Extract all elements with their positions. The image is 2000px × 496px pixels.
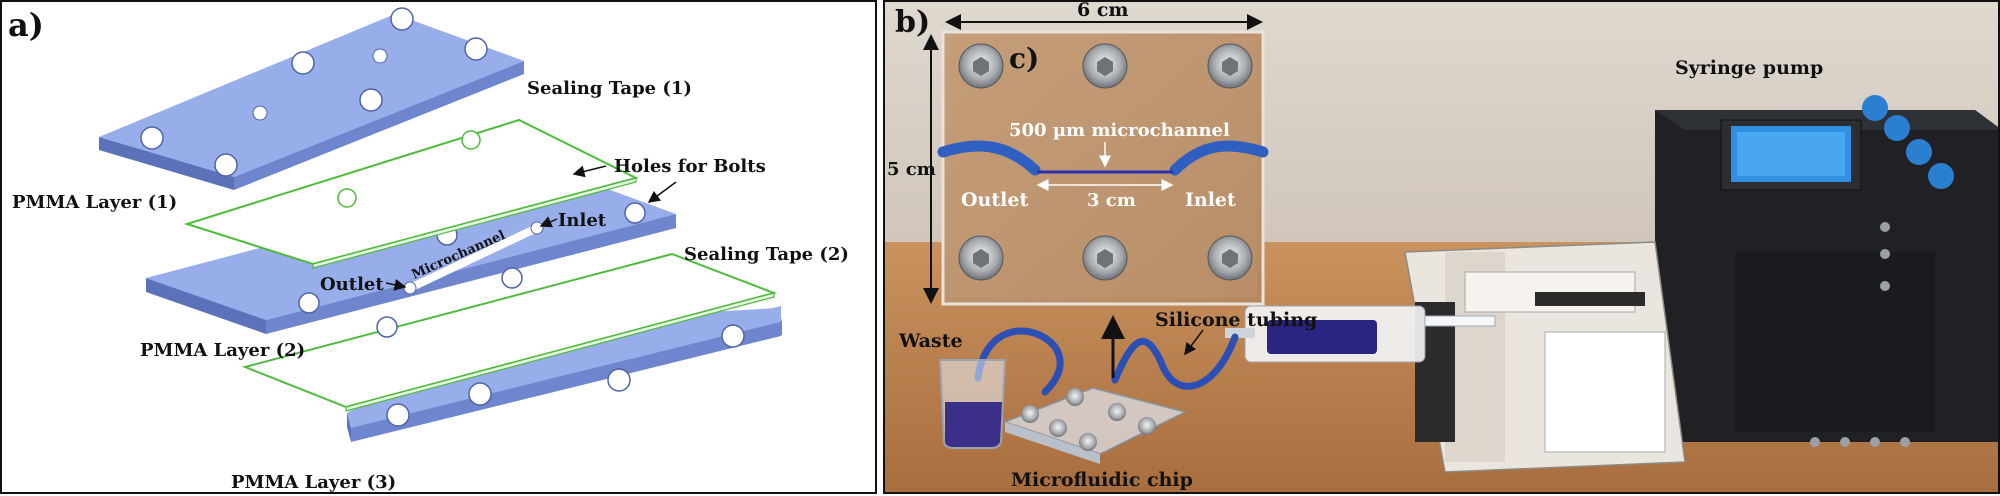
microfluidic-chip: [1002, 387, 1188, 464]
label-inset-inlet: Inlet: [1185, 189, 1236, 211]
label-height-5cm: 5 cm: [887, 159, 936, 180]
inset-tube-outlet: [937, 140, 1041, 176]
pmma-1-holes: [140, 7, 488, 177]
tubing-leader: [1184, 329, 1204, 356]
sealing-tape-2-edge: [345, 292, 775, 412]
outlet-port: [403, 281, 417, 295]
label-width-6cm: 6 cm: [1077, 2, 1129, 21]
pmma-3-front-edge: [351, 322, 781, 442]
pmma-2-upper: [146, 170, 676, 320]
sealing-tape-1-edge: [312, 177, 637, 269]
label-sealing-tape-1: Sealing Tape (1): [527, 78, 692, 99]
syringe: [1225, 305, 1496, 363]
label-microfluidic-chip: Microfluidic chip: [1011, 469, 1193, 491]
label-pmma-layer-3: PMMA Layer (3): [231, 472, 396, 493]
pmma-3-holes: [386, 324, 745, 427]
inset-tube-inlet: [1169, 140, 1269, 176]
pmma-2-left-edge: [146, 278, 266, 334]
label-waste: Waste: [898, 330, 963, 352]
panel-b-photo-setup: b) Syringe pump Silicone tubing Waste Mi…: [883, 0, 2000, 494]
waste-beaker: [938, 359, 1007, 449]
label-pmma-layer-1: PMMA Layer (1): [12, 192, 177, 213]
label-inlet: Inlet: [558, 210, 607, 231]
label-pmma-layer-2: PMMA Layer (2): [140, 340, 305, 361]
outlet-leader: [385, 278, 407, 291]
label-holes-for-bolts: Holes for Bolts: [614, 156, 766, 177]
inlet-leader: [539, 216, 558, 228]
pmma-3-left-edge: [347, 413, 351, 442]
pmma-1-upper: [99, 14, 524, 177]
tape-1-hole-a: [337, 188, 357, 208]
pmma-1-port-a: [252, 105, 268, 121]
tubing-waste: [974, 327, 1064, 396]
holes-leader-2: [647, 181, 677, 203]
pmma-2-front-edge: [266, 214, 676, 334]
label-channel-length-3cm: 3 cm: [1087, 190, 1136, 211]
pmma-1-front-edge: [234, 61, 524, 190]
inlet-port: [530, 221, 544, 235]
panel-b-tag: b): [895, 5, 930, 40]
label-inset-outlet: Outlet: [961, 189, 1028, 211]
pump-drive-frame: [1404, 241, 1686, 473]
tape-1-hole-b: [461, 130, 481, 150]
syringe-pump: [1655, 95, 1998, 447]
experimental-setup-illustration: b) Syringe pump Silicone tubing Waste Mi…: [885, 2, 1998, 492]
holes-leader-1: [572, 165, 607, 178]
pmma-1-left-edge: [99, 137, 234, 190]
label-500um-microchannel: 500 µm microchannel: [1009, 120, 1230, 141]
panel-c-tag: c): [1009, 42, 1039, 75]
label-outlet: Outlet: [320, 274, 384, 295]
label-syringe-pump: Syringe pump: [1675, 57, 1823, 79]
label-sealing-tape-2: Sealing Tape (2): [684, 244, 849, 265]
panel-c-inset: [937, 30, 1269, 306]
tubing-chip-to-syringe: [1111, 333, 1239, 390]
pmma-1-port-b: [372, 48, 388, 64]
panel-a-exploded-view: a) Sealing Tape (1) Holes for Bolts PMMA…: [0, 0, 877, 494]
inset-bolts: [958, 43, 1253, 281]
exploded-chip-diagram: a) Sealing Tape (1) Holes for Bolts PMMA…: [8, 6, 849, 493]
label-silicone-tubing: Silicone tubing: [1155, 309, 1317, 331]
microchannel-groove: [406, 224, 541, 292]
panel-a-tag: a): [8, 6, 44, 44]
pmma-3-upper: [347, 308, 781, 428]
